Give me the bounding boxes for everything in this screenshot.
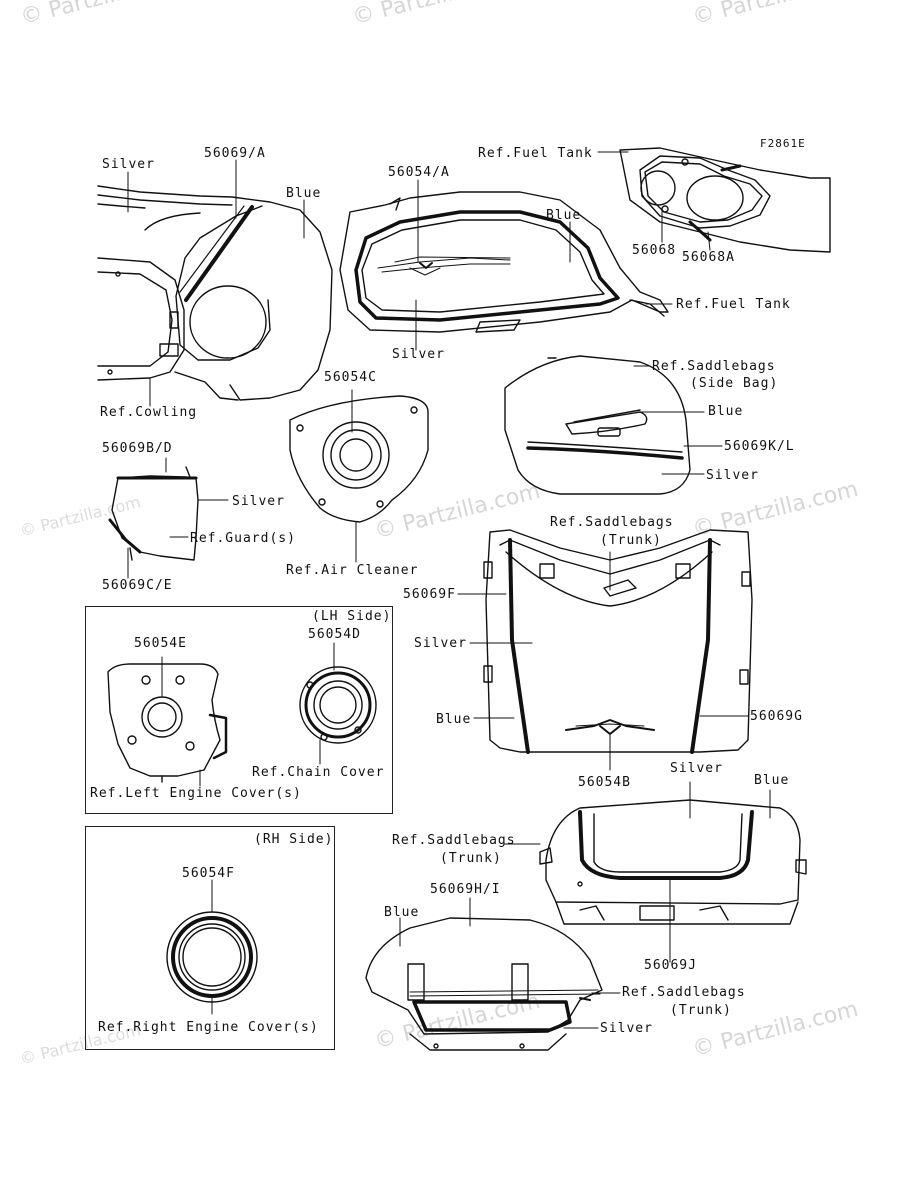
cowling-drawing bbox=[97, 185, 333, 401]
label-blue-cowling: Blue bbox=[286, 186, 322, 201]
chain-cover-drawing bbox=[299, 666, 377, 744]
label-ref-guard: Ref.Guard(s) bbox=[190, 531, 296, 546]
air-cleaner-drawing bbox=[289, 395, 429, 523]
part-number-56069h-i: 56069H/I bbox=[430, 882, 501, 897]
leader-lines bbox=[127, 151, 771, 1029]
part-number-56069j: 56069J bbox=[644, 958, 697, 973]
part-number-56054e: 56054E bbox=[134, 636, 187, 651]
part-number-56068: 56068 bbox=[632, 243, 677, 258]
part-number-56054c: 56054C bbox=[324, 370, 377, 385]
label-blue-trunk-side: Blue bbox=[384, 905, 420, 920]
label-ref-right-engine-cover: Ref.Right Engine Cover(s) bbox=[98, 1020, 319, 1035]
rh-side-box bbox=[85, 826, 335, 1050]
trunk-front-drawing bbox=[483, 529, 753, 754]
label-ref-saddlebags-trunk-bot-1: Ref.Saddlebags bbox=[622, 985, 746, 1000]
label-ref-cowling: Ref.Cowling bbox=[100, 405, 198, 420]
rh-side-label: (RH Side) bbox=[254, 832, 334, 847]
label-ref-saddlebags-trunk-mid-2: (Trunk) bbox=[440, 851, 502, 866]
trunk-rear-drawing bbox=[539, 799, 807, 925]
part-number-56069f: 56069F bbox=[403, 587, 456, 602]
part-number-56054-a: 56054/A bbox=[388, 165, 450, 180]
label-ref-air-cleaner: Ref.Air Cleaner bbox=[286, 563, 419, 578]
label-ref-fuel-tank-side: Ref.Fuel Tank bbox=[676, 297, 791, 312]
label-blue-trunk: Blue bbox=[436, 712, 472, 727]
label-silver-guard: Silver bbox=[232, 494, 285, 509]
part-number-56069-a: 56069/A bbox=[204, 146, 266, 161]
part-number-56069b-d: 56069B/D bbox=[102, 441, 173, 456]
guard-drawing bbox=[108, 466, 199, 561]
label-silver-trunk-rear: Silver bbox=[670, 761, 723, 776]
trunk-side-drawing bbox=[365, 917, 603, 1051]
diagram-code: F2861E bbox=[760, 137, 806, 150]
label-silver-trunk: Silver bbox=[414, 636, 467, 651]
label-blue-sidebag: Blue bbox=[708, 404, 744, 419]
part-number-56069k-l: 56069K/L bbox=[724, 439, 795, 454]
part-number-56054b: 56054B bbox=[578, 775, 631, 790]
label-ref-fuel-tank-top: Ref.Fuel Tank bbox=[478, 146, 593, 161]
label-blue-trunk-rear: Blue bbox=[754, 773, 790, 788]
label-ref-saddlebags-side-1: Ref.Saddlebags bbox=[652, 359, 776, 374]
label-ref-chain-cover: Ref.Chain Cover bbox=[252, 765, 385, 780]
label-silver-tank: Silver bbox=[392, 347, 445, 362]
label-ref-saddlebags-trunk-bot-2: (Trunk) bbox=[670, 1003, 732, 1018]
side-bag-drawing bbox=[504, 355, 691, 495]
label-silver-trunk-side: Silver bbox=[600, 1021, 653, 1036]
label-ref-saddlebags-trunk-top-1: Ref.Saddlebags bbox=[550, 515, 674, 530]
label-blue-tank: Blue bbox=[546, 208, 582, 223]
part-number-56054d: 56054D bbox=[308, 627, 361, 642]
lh-side-label: (LH Side) bbox=[312, 609, 392, 624]
label-ref-saddlebags-trunk-mid-1: Ref.Saddlebags bbox=[392, 833, 516, 848]
label-silver-sidebag: Silver bbox=[706, 468, 759, 483]
fuel-tank-top-drawing bbox=[619, 147, 831, 253]
part-number-56069g: 56069G bbox=[750, 709, 803, 724]
label-silver-cowling: Silver bbox=[102, 157, 155, 172]
label-ref-saddlebags-side-2: (Side Bag) bbox=[690, 376, 779, 391]
lh-side-box bbox=[85, 606, 393, 814]
part-number-56054f: 56054F bbox=[182, 866, 235, 881]
label-ref-left-engine-cover: Ref.Left Engine Cover(s) bbox=[90, 786, 302, 801]
part-number-56069c-e: 56069C/E bbox=[102, 578, 173, 593]
label-ref-saddlebags-trunk-top-2: (Trunk) bbox=[600, 533, 662, 548]
fuel-tank-drawing bbox=[339, 191, 669, 333]
part-number-56068a: 56068A bbox=[682, 250, 735, 265]
left-engine-cover-drawing bbox=[107, 663, 228, 783]
